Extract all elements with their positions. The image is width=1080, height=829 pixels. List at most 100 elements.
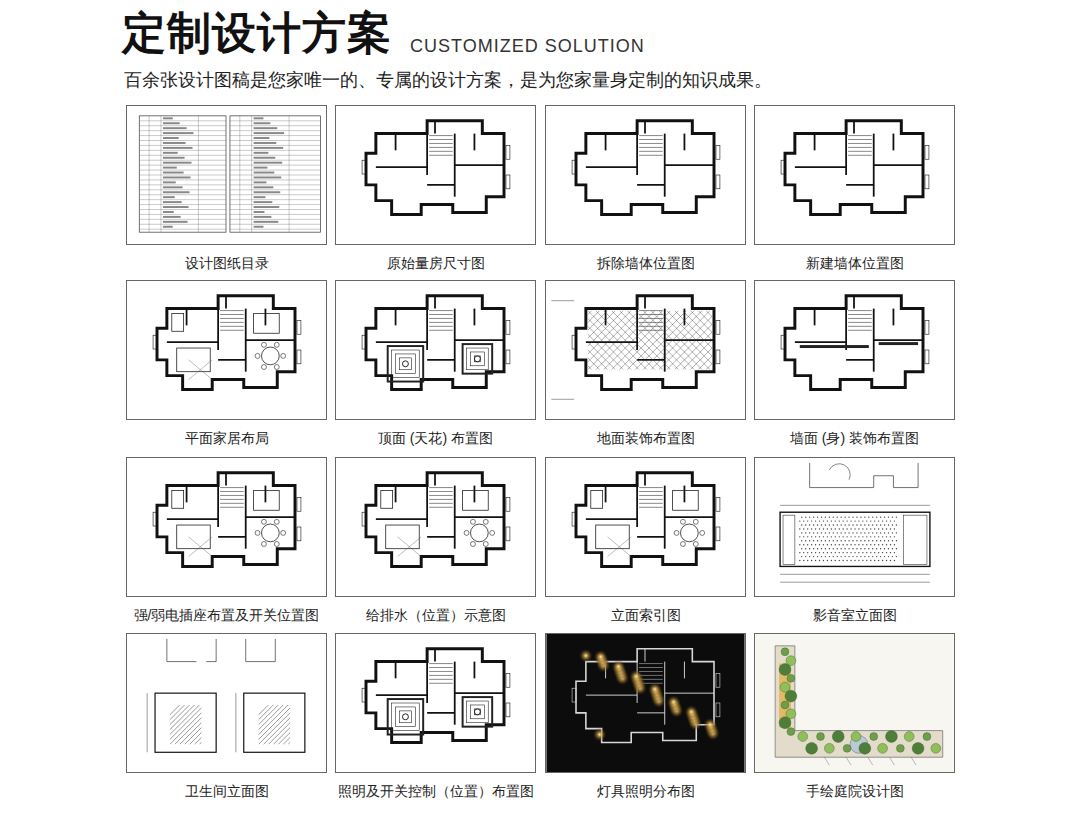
inner-wall [644,473,646,486]
acoustic-panel [866,528,867,529]
thumbnail-frame [126,457,327,597]
inner-wall [684,134,686,151]
wall-outline [366,296,504,390]
acoustic-panel [876,532,877,533]
stair-step [220,503,244,504]
acoustic-panel [876,540,877,541]
wall-outline [366,649,504,743]
acoustic-panel [839,528,840,529]
window-symbol [716,175,720,189]
table-row-line [139,130,226,131]
thumbnail-frame [126,105,327,245]
drawing-tile: 新建墙体位置图 [754,105,955,272]
acoustic-panel [835,528,836,529]
table-entry [163,181,176,183]
acoustic-panel [866,536,867,537]
table-entry [163,176,191,178]
table-entry [163,226,173,228]
acoustic-panel [854,544,855,545]
garden-plot [775,646,943,757]
acoustic-panel [801,524,802,525]
chair-symbol [680,519,685,524]
acoustic-panel [848,540,849,541]
acoustic-panel [803,544,804,545]
table-entry [254,216,272,218]
acoustic-panel [813,540,814,541]
tree-symbol [912,742,924,754]
acoustic-panel [823,552,824,553]
thumbnail-drawing [755,458,954,596]
tile-hatch [170,705,185,744]
acoustic-panel [819,560,820,561]
table-row-line [230,170,321,171]
acoustic-panel [823,536,824,537]
stair-step [429,683,453,684]
thumbnail-frame [545,633,746,773]
table-row-line [230,199,321,200]
table-entry [254,211,265,213]
table-entry [163,157,185,159]
table-row-line [230,214,321,215]
inner-wall [795,166,846,168]
acoustic-panel [819,520,820,521]
tree-symbol [824,743,834,753]
stair-step [639,671,663,672]
acoustic-panel [815,536,816,537]
acoustic-panel [823,520,824,521]
drawing-tile: 顶面 (天花) 布置图 [335,280,536,447]
acoustic-panel [817,524,818,525]
acoustic-panel [860,556,861,557]
table-entry [254,152,269,154]
table-entry [254,172,275,174]
inner-wall [853,296,855,309]
acoustic-panel [842,536,843,537]
tile-hatch [288,705,290,744]
acoustic-panel [839,536,840,537]
stair-step [220,318,244,319]
light-glow [684,705,698,719]
window-symbol [572,512,576,526]
table-row-line [139,150,226,151]
acoustic-panel [874,520,875,521]
table-row-line [230,165,321,166]
tree-symbol [896,744,904,752]
thumbnail-drawing [546,106,745,244]
acoustic-panel [839,520,840,521]
tile-hatch [194,705,201,744]
light-glow [648,682,662,696]
floor-hatch [596,311,655,370]
wall-outline [366,473,504,567]
table-row-line [230,125,321,126]
stair-step [429,139,453,140]
ceiling-pattern [463,344,493,374]
tile-hatch [278,705,290,744]
window-symbol [297,320,301,334]
acoustic-panel [888,556,889,557]
key-plan [167,639,275,662]
chair-symbol [483,542,488,547]
window-symbol [716,703,720,717]
acoustic-panel [884,524,885,525]
inner-wall [684,486,686,503]
inner-wall [637,536,665,538]
table-row-line [139,194,226,195]
chair-symbol [274,365,279,370]
acoustic-panel [809,556,810,557]
dimension-line [780,505,930,506]
inner-wall [605,309,607,326]
ceiling-pattern [388,346,423,381]
chair-symbol [261,342,266,347]
thumbnail-drawing [336,106,535,244]
window-symbol [925,175,929,189]
door-swing [829,464,850,480]
acoustic-panel [886,560,887,561]
tile-hatch [259,705,274,744]
tree-symbol [787,674,795,682]
table-row-line [139,204,226,205]
acoustic-panel [825,548,826,549]
stair-step [429,675,453,676]
acoustic-panel [827,560,828,561]
inner-wall [455,164,504,166]
thumbnail-frame [754,105,955,245]
table-entry [254,132,285,134]
